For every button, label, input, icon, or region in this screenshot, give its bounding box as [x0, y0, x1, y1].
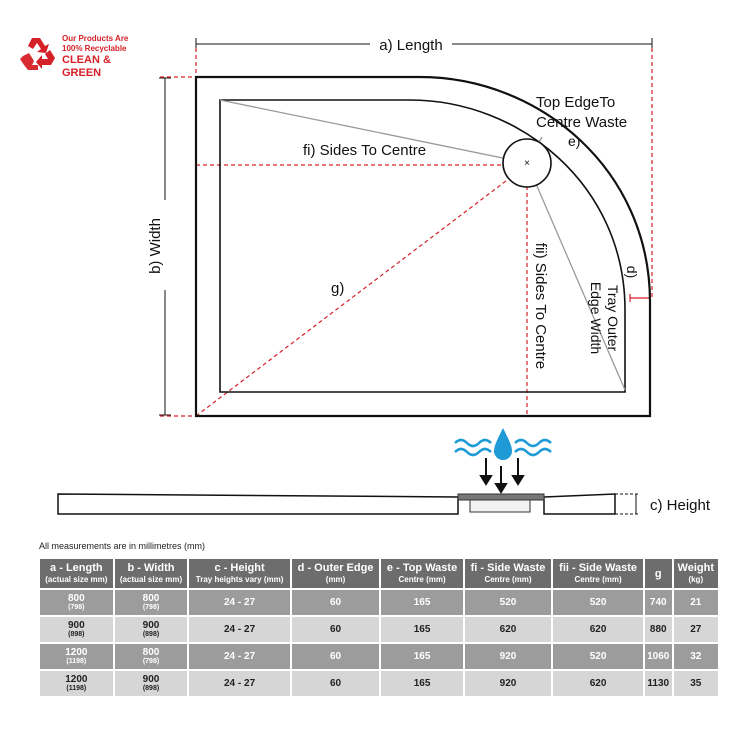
length-label: a) Length — [379, 37, 442, 54]
d-label: d) — [624, 266, 640, 278]
cell-width: 900(898) — [114, 671, 188, 696]
badge-line-1: Our Products Are — [62, 34, 129, 43]
tray-outer-outline — [194, 75, 652, 418]
cell-length: 900(898) — [40, 617, 113, 642]
down-arrows — [479, 458, 525, 494]
cell-width: 800(798) — [114, 644, 188, 669]
cell-g: 880 — [644, 617, 672, 642]
table-row: 1200(1198) 900(898) 24 - 27 60 165 920 6… — [40, 671, 718, 696]
badge-line-2: 100% Recyclable — [62, 44, 127, 53]
table-header-row: a - Length(actual size mm) b - Width(act… — [40, 559, 718, 588]
cell-width: 800(798) — [114, 590, 188, 615]
cell-outer-edge: 60 — [291, 644, 380, 669]
header-outer-edge: d - Outer Edge(mm) — [291, 559, 380, 588]
tray-outer-label-1: Tray Outer — [605, 285, 621, 352]
waste-centre-mark: × — [524, 158, 530, 169]
header-g: g — [644, 559, 672, 588]
cell-top-waste: 165 — [381, 617, 463, 642]
cell-fii: 620 — [553, 671, 643, 696]
cell-outer-edge: 60 — [291, 590, 380, 615]
header-width: b - Width(actual size mm) — [114, 559, 188, 588]
cell-weight: 35 — [673, 671, 718, 696]
badge-line-3: CLEAN & GREEN — [62, 54, 111, 79]
cell-weight: 32 — [673, 644, 718, 669]
cell-g: 1130 — [644, 671, 672, 696]
cell-outer-edge: 60 — [291, 617, 380, 642]
cell-fii: 520 — [553, 644, 643, 669]
spec-table: a - Length(actual size mm) b - Width(act… — [38, 557, 720, 698]
cell-height: 24 - 27 — [189, 590, 290, 615]
cell-fi: 620 — [464, 617, 552, 642]
badge-text: Our Products Are 100% Recyclable CLEAN &… — [62, 34, 138, 80]
cell-top-waste: 165 — [381, 644, 463, 669]
recycle-icon — [20, 38, 55, 70]
cell-fi: 520 — [464, 590, 552, 615]
width-label: b) Width — [147, 218, 164, 274]
cell-height: 24 - 27 — [189, 617, 290, 642]
tray-side-profile — [57, 493, 616, 515]
height-label: c) Height — [650, 497, 711, 514]
tray-inner-outline — [219, 99, 626, 393]
water-icon — [454, 428, 552, 460]
fii-label: fii) Sides To Centre — [532, 243, 549, 369]
fi-label: fi) Sides To Centre — [303, 142, 426, 159]
top-edge-label-1: Top EdgeTo — [536, 94, 615, 111]
top-edge-label-2: Centre Waste — [536, 114, 627, 131]
shower-tray-diagram: a) Length b) Width × Top EdgeTo Centre W… — [57, 37, 711, 515]
cell-top-waste: 165 — [381, 671, 463, 696]
cell-weight: 21 — [673, 590, 718, 615]
cell-top-waste: 165 — [381, 590, 463, 615]
recycling-badge: Our Products Are 100% Recyclable CLEAN &… — [18, 34, 138, 79]
measurement-note: All measurements are in millimetres (mm) — [39, 541, 206, 551]
cell-outer-edge: 60 — [291, 671, 380, 696]
width-dimension — [159, 77, 171, 416]
cell-fii: 520 — [553, 590, 643, 615]
table-row: 900(898) 900(898) 24 - 27 60 165 620 620… — [40, 617, 718, 642]
cell-width: 900(898) — [114, 617, 188, 642]
cell-length: 1200(1198) — [40, 671, 113, 696]
height-dimension — [615, 493, 640, 515]
g-label: g) — [331, 280, 344, 297]
cell-height: 24 - 27 — [189, 671, 290, 696]
cell-g: 1060 — [644, 644, 672, 669]
cell-g: 740 — [644, 590, 672, 615]
table-row: 800(798) 800(798) 24 - 27 60 165 520 520… — [40, 590, 718, 615]
cell-fi: 920 — [464, 671, 552, 696]
cell-length: 800(798) — [40, 590, 113, 615]
cell-fii: 620 — [553, 617, 643, 642]
cell-weight: 27 — [673, 617, 718, 642]
outer-edge-marker — [629, 294, 651, 302]
waste-outlet — [502, 138, 552, 188]
cell-length: 1200(1198) — [40, 644, 113, 669]
header-weight: Weight(kg) — [673, 559, 718, 588]
cell-fi: 920 — [464, 644, 552, 669]
e-label: e) — [568, 133, 580, 149]
tray-outer-label-2: Edge Width — [588, 282, 604, 354]
red-guide-lines — [160, 48, 653, 417]
header-length: a - Length(actual size mm) — [40, 559, 113, 588]
table-row: 1200(1198) 800(798) 24 - 27 60 165 920 5… — [40, 644, 718, 669]
cell-height: 24 - 27 — [189, 644, 290, 669]
